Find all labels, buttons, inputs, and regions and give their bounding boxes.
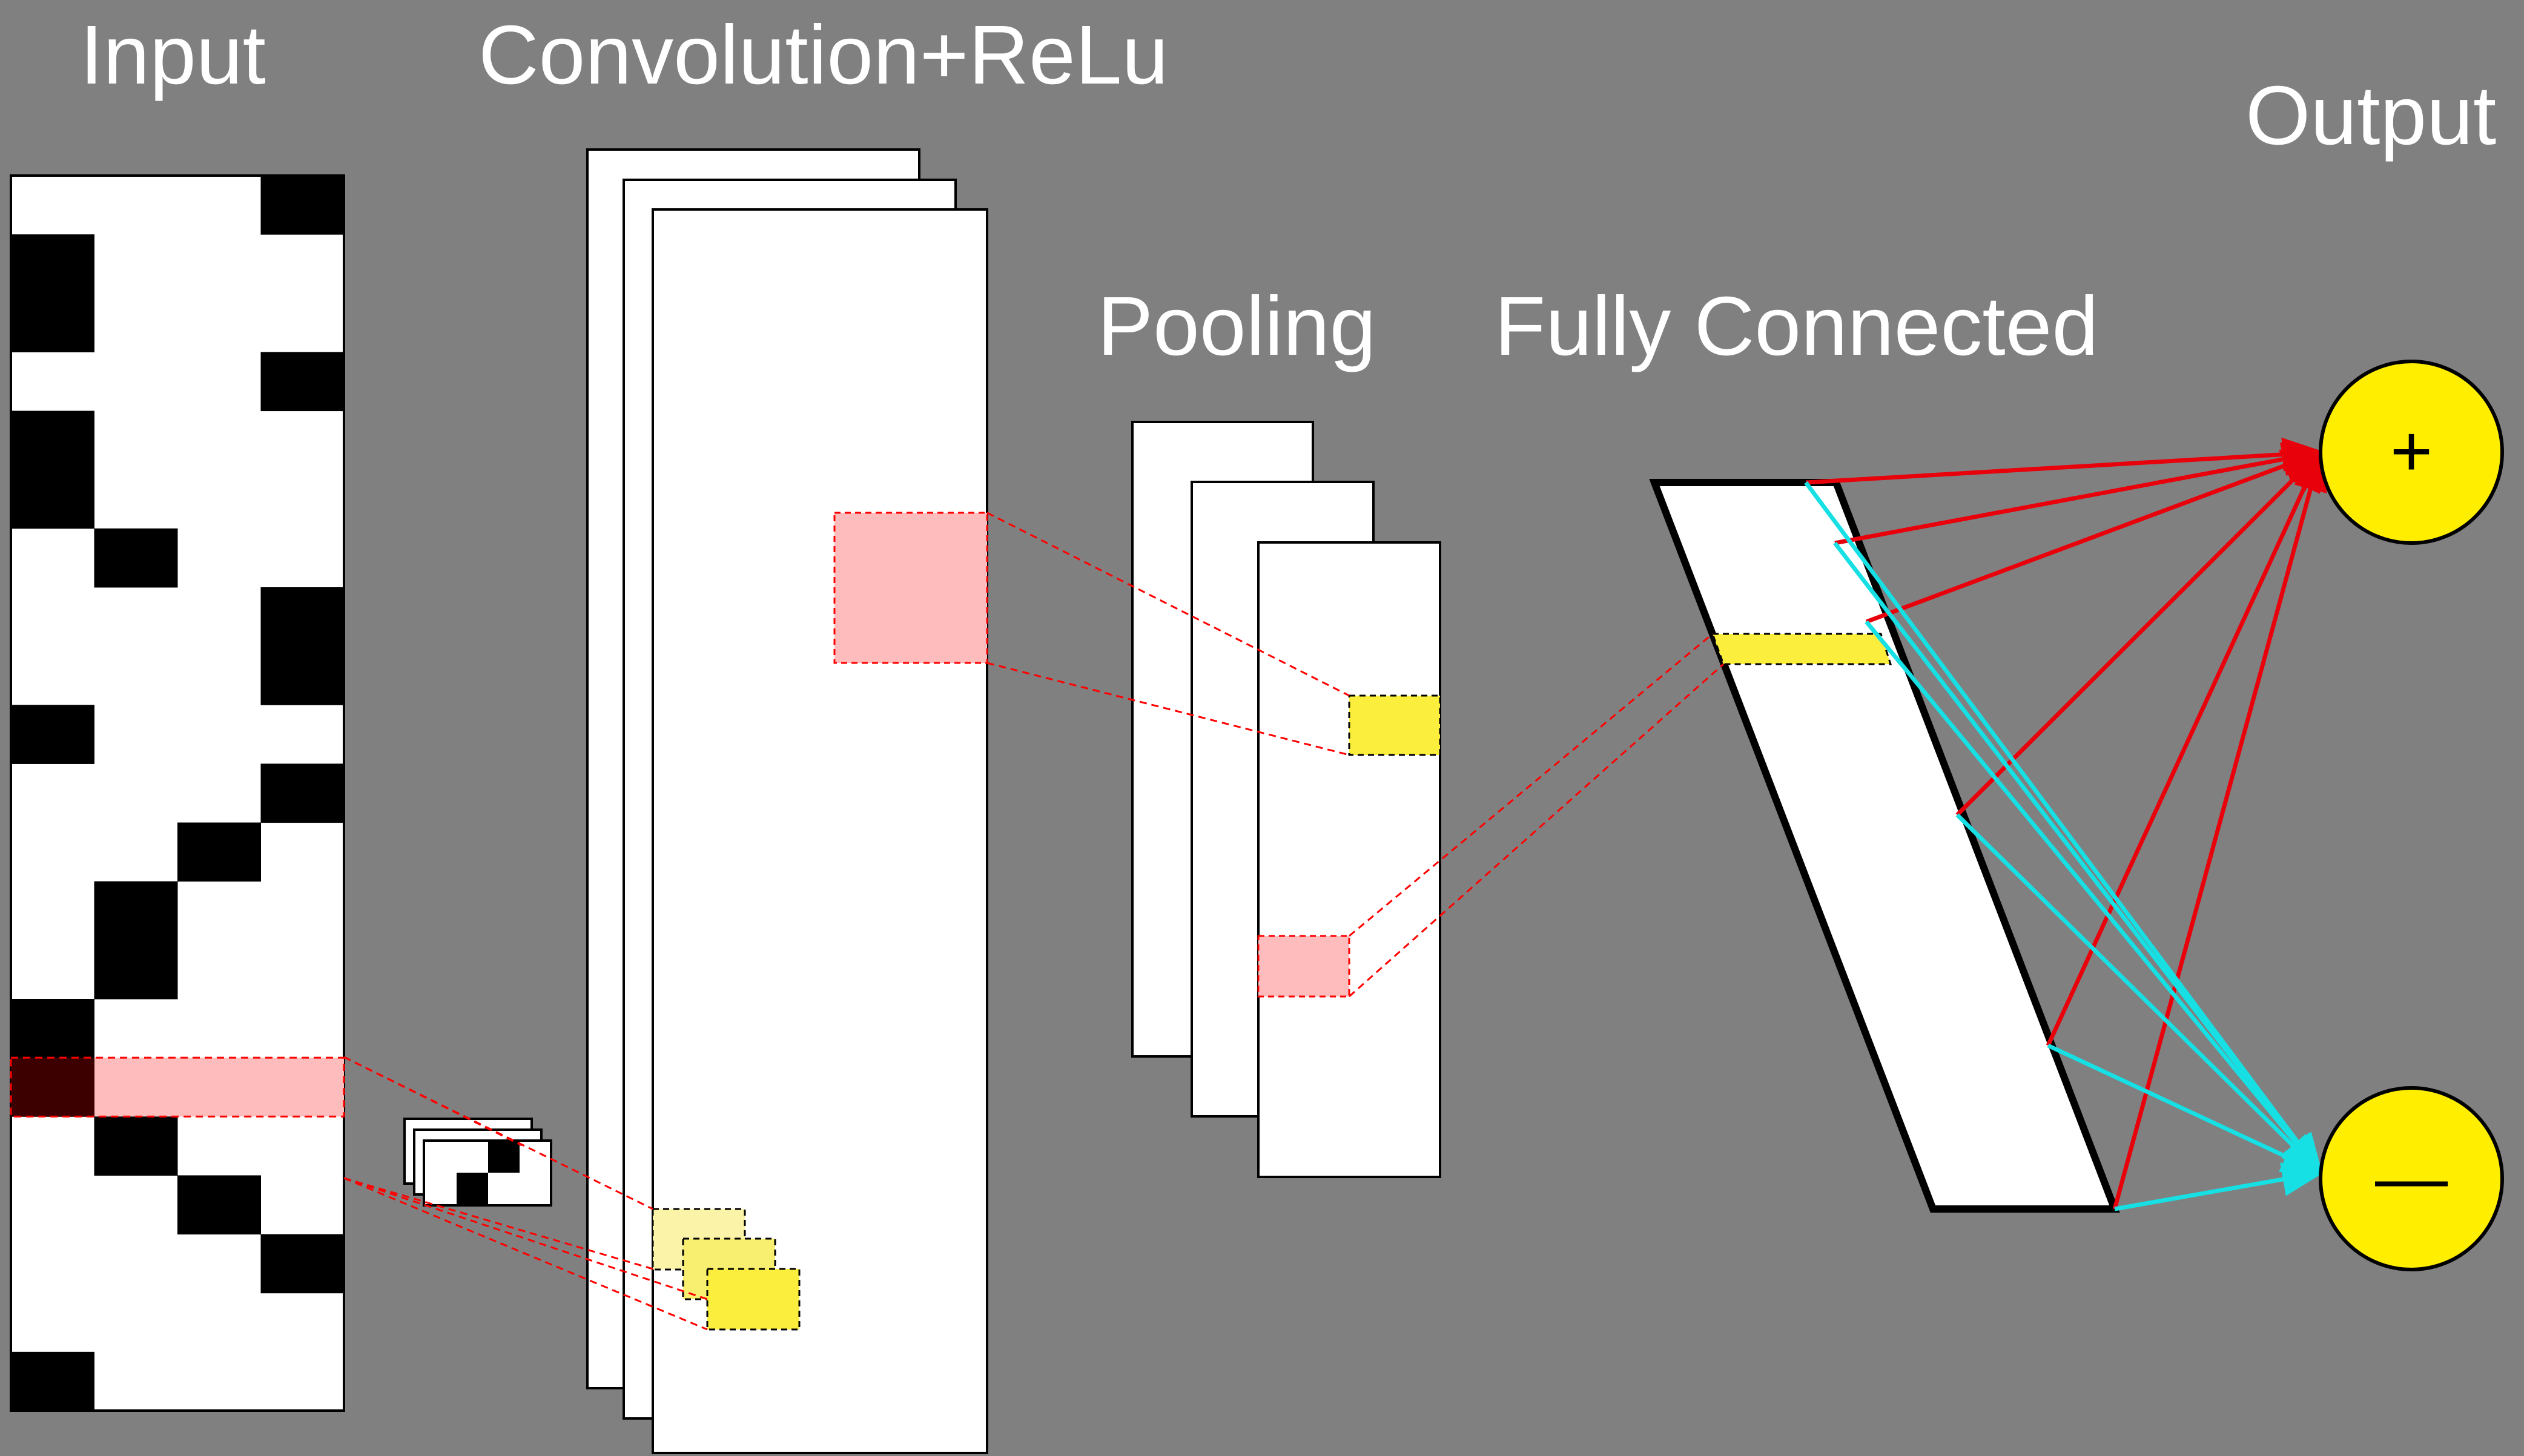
conv-pooling-window [833,512,988,664]
input-pixel [260,763,345,823]
convolution-maps [586,148,988,1454]
negative-connection [1955,813,2324,1176]
output-positive-symbol: + [2390,410,2433,492]
conv-activation-cell [706,1268,801,1331]
dashed-connector [986,662,1350,756]
input-pixel [260,646,345,705]
kernel-pixel [457,1173,488,1205]
negative-connection [1865,620,2324,1176]
input-pixel [177,1175,261,1235]
pooled-cell-yellow [1348,694,1441,756]
input-pixel [11,293,94,352]
label-pooling: Pooling [1097,280,1376,373]
input-pixel [94,881,178,941]
input-pixel [11,1351,94,1411]
negative-connection [1833,541,2324,1176]
pooled-cell-red [1257,935,1350,998]
negative-connection [1804,481,2324,1176]
dashed-connections [343,512,1724,1331]
input-pixel [11,1058,94,1117]
dashed-connector [1349,633,1713,937]
positive-connection [1805,437,2325,485]
kernel-pixel [488,1141,520,1173]
label-fully-connected: Fully Connected [1495,280,2099,373]
dashed-connector [343,1177,653,1270]
output-node-positive [2319,360,2504,545]
dashed-connector [986,512,1350,697]
input-pixel [260,587,345,647]
output-negative-symbol: — [2375,1137,2448,1218]
input-pixel [260,176,345,235]
positive-connection [1865,449,2325,624]
positive-connection [1834,443,2325,545]
input-pixel [11,705,94,764]
dashed-connector [343,1056,653,1210]
negative-connection [2114,1162,2325,1211]
fc-highlight [1711,633,1892,665]
input-highlight-outline [10,1056,345,1118]
negative-connections [1804,481,2325,1211]
pooled-map [1257,541,1441,1178]
input-pixel [11,999,94,1058]
kernel-stack [403,1118,552,1207]
input-pixel [11,469,94,529]
input-pixel [11,410,94,470]
label-convolution: Convolution+ReLu [478,8,1169,102]
input-pixel [94,528,178,588]
input-grid [10,174,345,1412]
pooling-maps [1131,421,1441,1178]
input-pixel [260,1234,345,1294]
input-pixel [94,1116,178,1176]
dashed-connector [1349,663,1724,998]
positive-connection [1955,449,2324,817]
input-pixel [177,822,261,882]
dashed-connector [343,1177,708,1331]
input-pixel [94,940,178,1000]
negative-connection [2047,1043,2325,1175]
input-pixel [260,352,345,412]
positive-connection [2112,448,2327,1210]
input-pixel [11,234,94,294]
output-node-negative [2319,1086,2504,1271]
dashed-connector [343,1177,708,1300]
label-input: Input [80,8,266,102]
label-output: Output [2245,69,2497,162]
